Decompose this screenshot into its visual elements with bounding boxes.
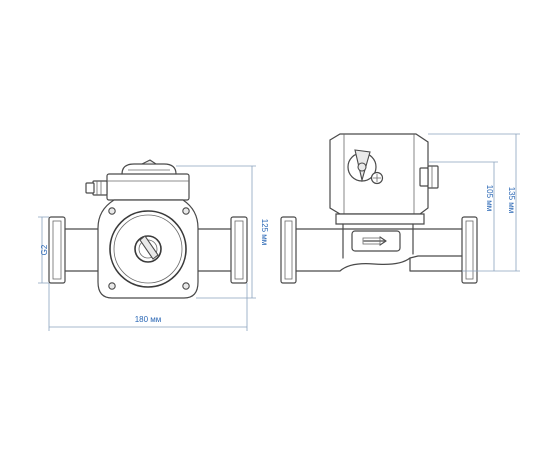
dim-thread-label: G2: [40, 244, 49, 255]
side-dimensions: 105 мм 135 мм: [428, 133, 520, 272]
front-dimensions: G2 125 мм 180 мм: [38, 165, 269, 331]
side-control-knob: [347, 149, 377, 183]
side-pipe-body: [295, 228, 463, 272]
front-right-flange: [230, 216, 248, 284]
dim-side-inner-height-label: 105 мм: [485, 185, 494, 212]
dim-length-label: 180 мм: [135, 315, 162, 324]
front-left-flange: [48, 216, 66, 284]
dim-front-height-label: 125 мм: [260, 219, 269, 246]
dim-side-outer-height-label: 135 мм: [507, 187, 516, 214]
side-pump-housing: [335, 213, 425, 225]
front-housing-screws: [108, 207, 190, 290]
front-vent-plug: [139, 235, 159, 260]
side-flow-arrow: [351, 230, 401, 252]
front-right-pipe: [195, 228, 232, 272]
side-terminal-screw: [370, 171, 384, 185]
front-view: [48, 159, 248, 299]
side-left-flange: [280, 216, 297, 284]
front-left-pipe: [64, 228, 101, 272]
front-cable-gland: [85, 180, 108, 196]
side-view: [280, 133, 478, 284]
side-cable-gland: [419, 165, 439, 189]
side-right-flange: [461, 216, 478, 284]
